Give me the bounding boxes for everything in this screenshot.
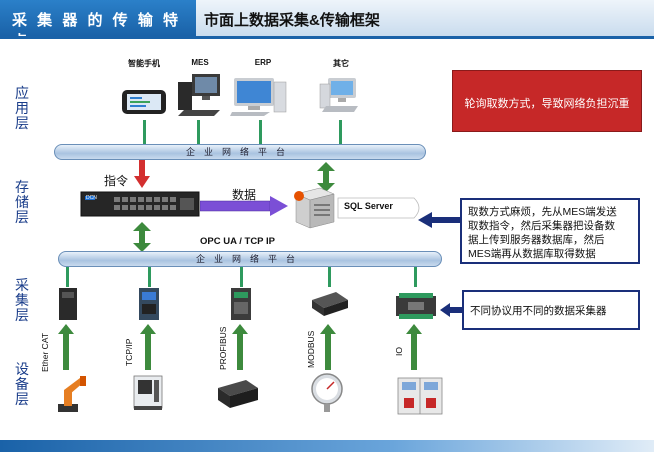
app-label-other: 其它	[333, 59, 349, 68]
header-divider	[0, 36, 654, 39]
protocol-label-ethercat: Ether CAT	[40, 332, 50, 372]
data-flow-arrow-icon	[200, 196, 288, 216]
modbus-collector-icon	[312, 292, 348, 316]
server-link-arrow-icon	[317, 162, 335, 192]
slide-header: 采 集 器 的 传 输 特 点 市面上数据采集&传输框架	[0, 0, 654, 50]
up-arrow-icon	[406, 324, 422, 370]
cnc-machine-icon	[133, 375, 163, 410]
up-arrow-icon	[232, 324, 248, 370]
pressure-gauge-icon	[311, 373, 343, 412]
up-arrow-icon	[58, 324, 74, 370]
layer-label-storage: 存储层	[15, 179, 29, 225]
note-line: MES端再从数据库取得数据	[468, 248, 596, 260]
enterprise-network-bus-top: 企业网络平台	[54, 144, 426, 160]
collector-connector	[414, 267, 417, 287]
protocol-label-profibus: PROFIBUS	[218, 326, 228, 370]
protocol-label-modbus: MODBUS	[306, 330, 316, 368]
enterprise-network-bus-mid: 企业网络平台	[58, 251, 442, 267]
protocol-opc-label: OPC UA / TCP IP	[200, 236, 275, 247]
up-arrow-icon	[140, 324, 156, 370]
control-cabinet-icon	[397, 377, 443, 415]
app-label-phone: 智能手机	[128, 59, 160, 68]
app-label-erp: ERP	[254, 58, 272, 67]
command-label: 指令	[104, 174, 129, 188]
command-arrow-icon	[134, 160, 150, 188]
slide-title: 市面上数据采集&传输框架	[196, 0, 654, 36]
layer-label-app: 应用层	[15, 85, 29, 131]
network-switch-icon	[80, 191, 200, 217]
layer-label-device: 设备层	[15, 361, 29, 407]
app-connector	[143, 120, 146, 144]
io-collector-icon	[396, 293, 436, 319]
ethercat-collector-icon	[59, 288, 77, 320]
note-pointer-arrow	[440, 303, 464, 317]
mes-workstation-icon	[178, 74, 220, 116]
note-line: 取数方式麻烦，先从MES端发送	[468, 206, 617, 218]
sql-server-callout	[337, 197, 420, 219]
robot-arm-icon	[58, 376, 86, 412]
app-connector	[259, 120, 262, 144]
sql-server-label: SQL Server	[344, 201, 393, 211]
section-title: 采 集 器 的 传 输 特 点	[0, 0, 196, 50]
app-label-mes: MES	[191, 58, 209, 67]
smartphone-icon	[122, 90, 166, 114]
tcpip-collector-icon	[139, 288, 159, 320]
sql-server-icon	[294, 187, 335, 229]
erp-computer-icon	[230, 78, 287, 116]
collector-protocol-note: 不同协议用不同的数据采集器	[462, 290, 640, 330]
polling-warning-note: 轮询取数方式，导致网络负担沉重	[452, 70, 642, 132]
up-arrow-icon	[320, 324, 336, 370]
protocol-label-io: IO	[394, 347, 404, 356]
note-pointer-arrow	[418, 212, 462, 228]
note-line: 据上传到服务器数据库，然后	[468, 234, 605, 246]
slide-footer-bar	[0, 440, 654, 452]
data-label: 数据	[232, 188, 257, 202]
app-connector	[197, 120, 200, 144]
collector-connector	[66, 267, 69, 287]
switch-link-arrow-icon	[133, 222, 151, 252]
note-line: 取数指令，然后采集器把设备数	[468, 220, 615, 232]
collector-connector	[328, 267, 331, 287]
switch-brand: DCN	[86, 195, 97, 201]
plc-module-icon	[218, 380, 258, 408]
collector-connector	[240, 267, 243, 287]
collector-connector	[148, 267, 151, 287]
protocol-label-tcpip: TCP/IP	[124, 338, 134, 366]
profibus-collector-icon	[231, 288, 251, 320]
app-connector	[339, 120, 342, 144]
other-computer-icon	[319, 78, 358, 112]
layer-label-collect: 采集层	[15, 277, 29, 323]
fetch-process-note: 取数方式麻烦，先从MES端发送 取数指令，然后采集器把设备数 据上传到服务器数据…	[460, 198, 640, 264]
